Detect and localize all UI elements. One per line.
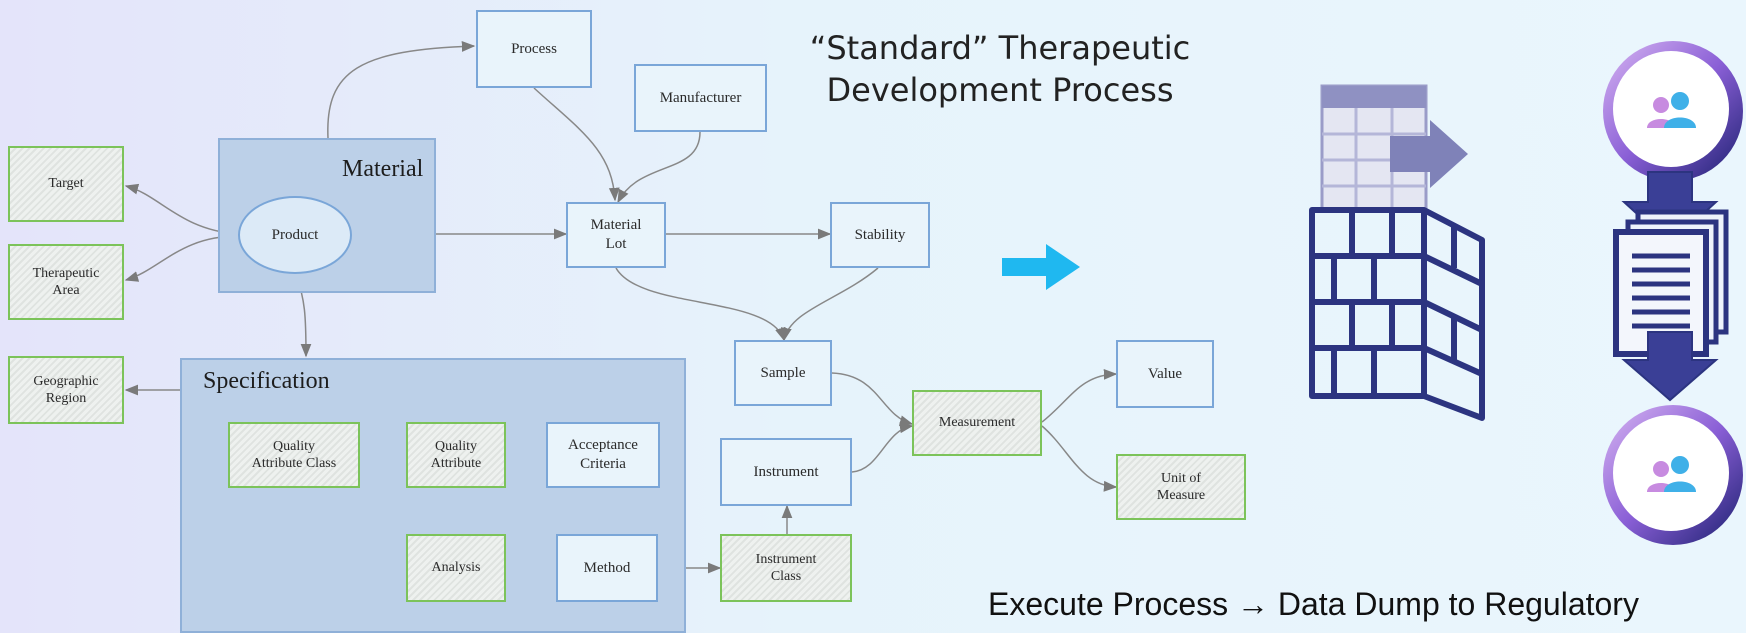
node-unit-of-measure: Unit of Measure xyxy=(1116,454,1246,520)
node-therapeutic-area: Therapeutic Area xyxy=(8,244,124,320)
edge-measurement-value xyxy=(1041,368,1118,423)
node-measurement: Measurement xyxy=(912,390,1042,456)
node-target: Target xyxy=(8,146,124,222)
edge-instrument-measurement xyxy=(851,422,914,473)
node-acceptance-criteria: Acceptance Criteria xyxy=(546,422,660,488)
slide-footer: Execute Process → Data Dump to Regulator… xyxy=(988,586,1639,622)
slide-title: “Standard” Therapeutic Development Proce… xyxy=(809,29,1191,109)
node-sample: Sample xyxy=(734,340,832,406)
edge-manufacturer-materiallot xyxy=(617,131,701,204)
node-stability: Stability xyxy=(830,202,930,268)
edge-material-process xyxy=(327,41,476,139)
node-instrument-class: Instrument Class xyxy=(720,534,852,602)
node-analysis: Analysis xyxy=(406,534,506,602)
edge-process-materiallot xyxy=(533,87,620,202)
edge-measurement-unit xyxy=(1041,425,1118,492)
edge-sample-measurement xyxy=(831,372,914,426)
node-process: Process xyxy=(476,10,592,88)
node-method: Method xyxy=(556,534,658,602)
edge-materiallot-sample xyxy=(615,267,786,342)
node-material-lot: Material Lot xyxy=(566,202,666,268)
node-manufacturer: Manufacturer xyxy=(634,64,767,132)
node-instrument: Instrument xyxy=(720,438,852,506)
node-product: Product xyxy=(238,196,352,274)
node-value: Value xyxy=(1116,340,1214,408)
users-circle-icon-top xyxy=(1603,41,1743,181)
node-quality-attribute-class: Quality Attribute Class xyxy=(228,422,360,488)
users-circle-icon-bottom xyxy=(1603,405,1743,545)
firewall-icon xyxy=(1309,207,1485,421)
specification-group-title: Specification xyxy=(203,368,330,394)
documents-icon xyxy=(1613,209,1729,357)
node-quality-attribute: Quality Attribute xyxy=(406,422,506,488)
material-group-title: Material xyxy=(342,156,424,182)
node-geographic-region: Geographic Region xyxy=(8,356,124,424)
down-arrow-icon-bottom xyxy=(1621,331,1719,402)
edge-stability-sample xyxy=(781,267,879,342)
table-export-icon xyxy=(1320,84,1468,212)
right-arrow-icon xyxy=(1002,244,1080,290)
